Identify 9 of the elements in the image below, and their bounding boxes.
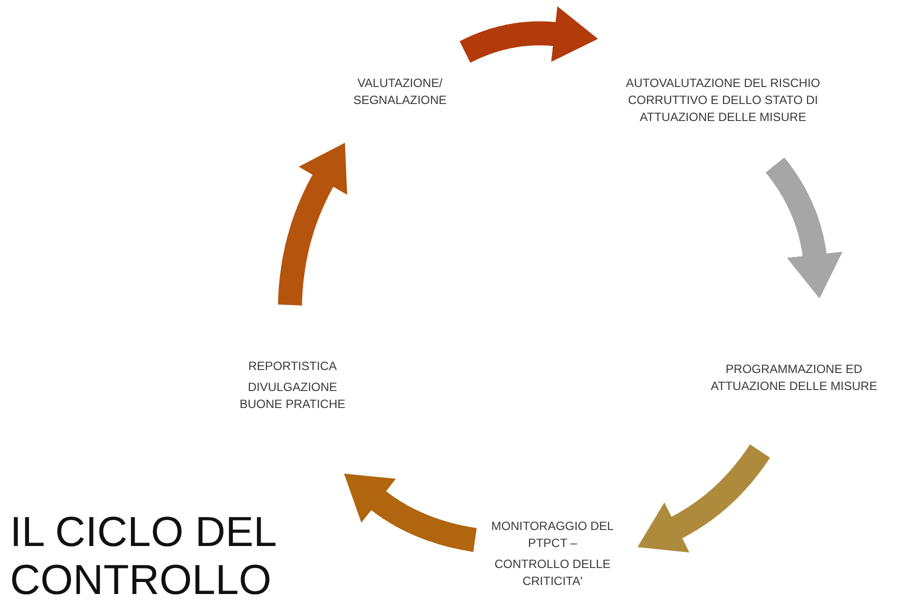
diagram-title: IL CICLO DEL CONTROLLO [10, 508, 276, 604]
curved-arrow [764, 154, 842, 298]
step-label: CONTROLLO DELLE CRITICITA' [493, 556, 612, 590]
step-label: VALUTAZIONE/ SEGNALAZIONE [352, 75, 448, 109]
step-label: PROGRAMMAZIONE ED ATTUAZIONE DELLE MISURE [710, 361, 878, 395]
step-label: REPORTISTICA [247, 358, 338, 374]
step-label: AUTOVALUTAZIONE DEL RISCHIO CORRUTTIVO E DELLO STATO DI ATTUAZIONE DELLE MISURE [624, 74, 822, 126]
step-label: MONITORAGGIO DEL PTPCT – [490, 518, 615, 552]
step-label: DIVULGAZIONE BUONE PRATICHE [238, 378, 346, 412]
